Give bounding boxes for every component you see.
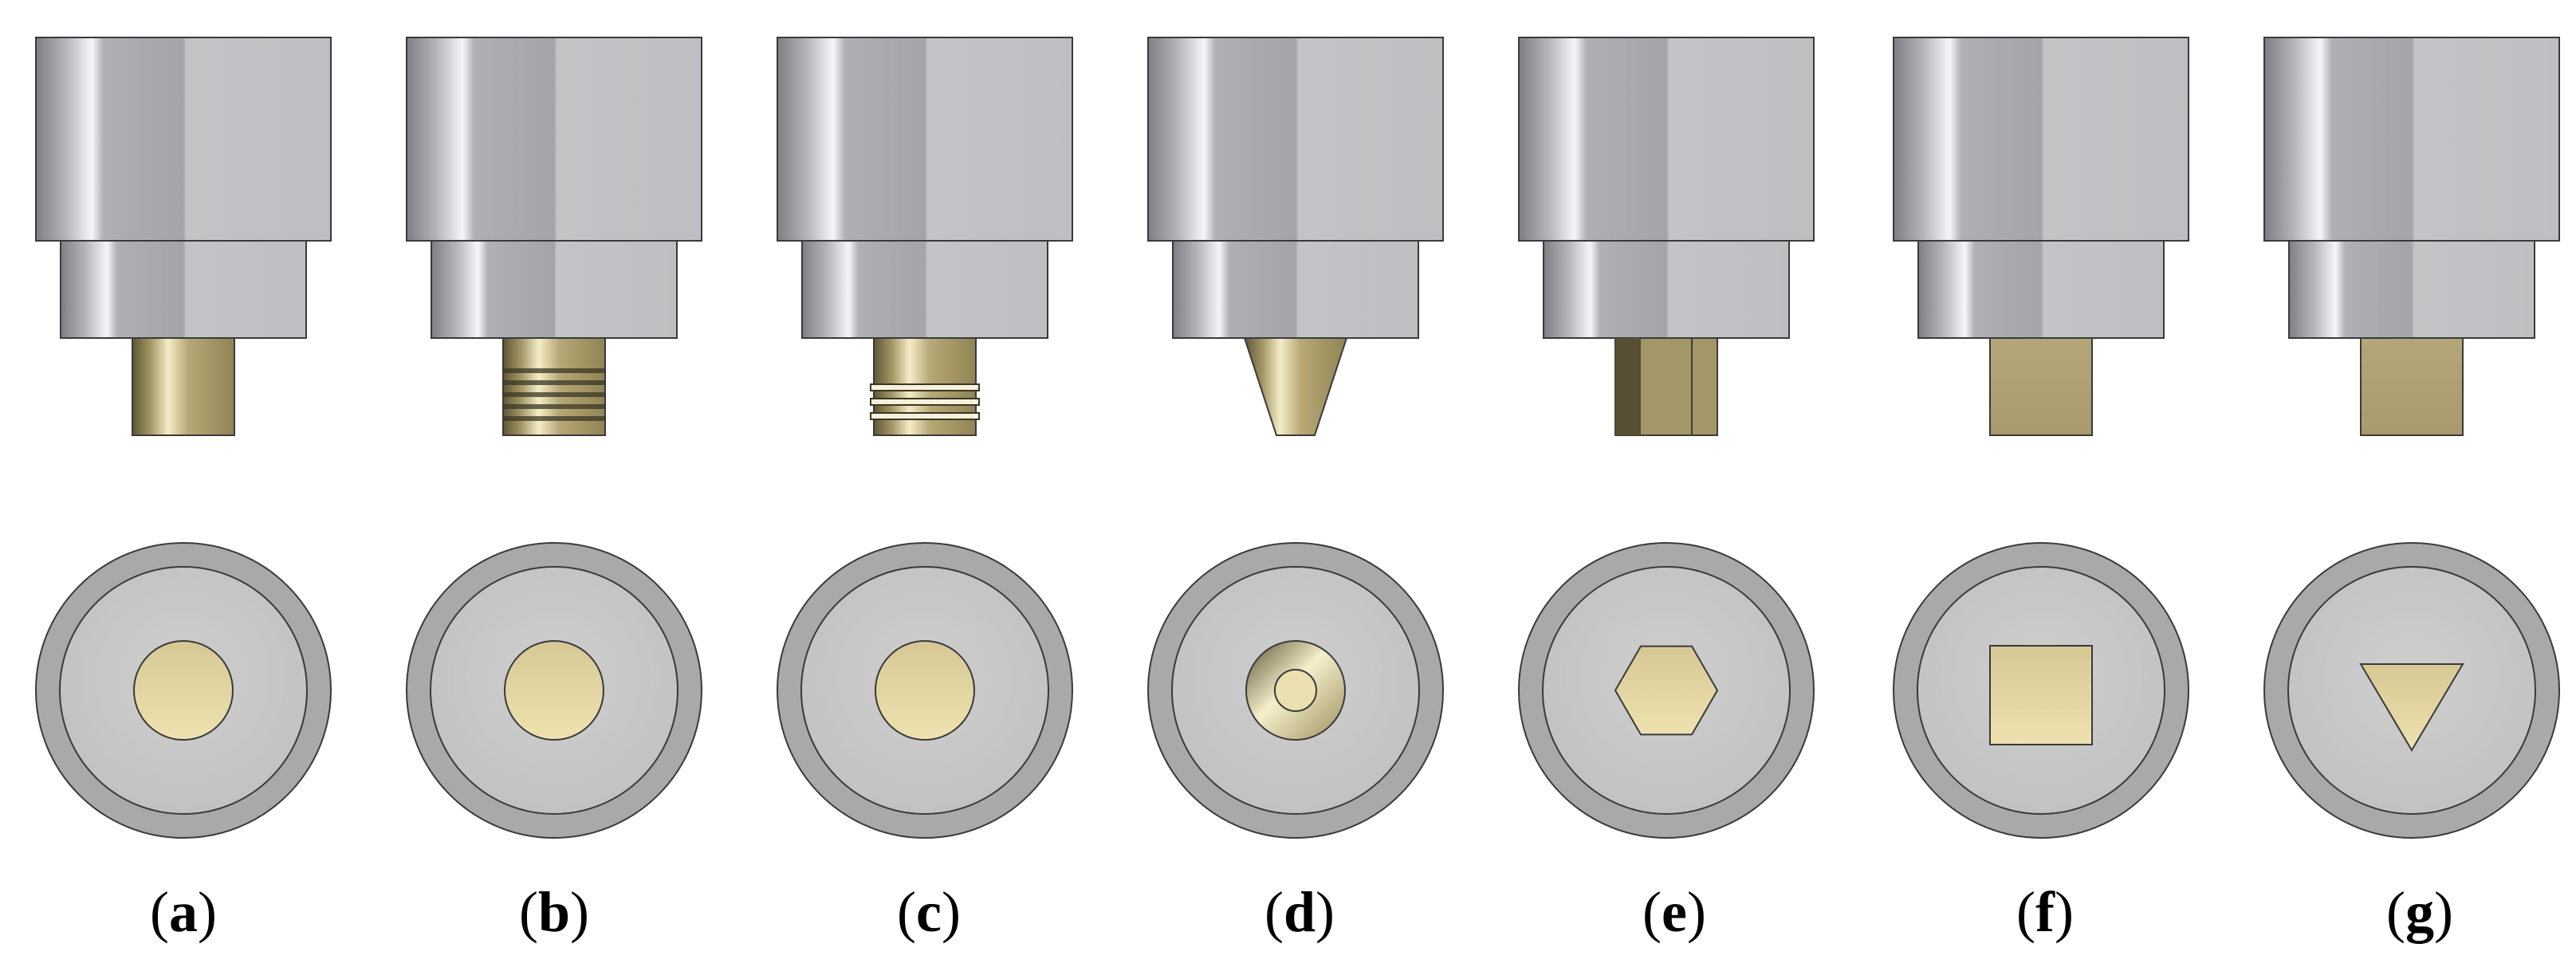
tool-body-upper [406,37,702,242]
pin-hexagon [1614,337,1718,436]
tool-body-upper [777,37,1073,242]
hex-face-dark [1615,338,1641,435]
pin-section-hexagon [1614,645,1719,736]
panel-label-a: (a) [150,880,217,944]
tool-body-step [801,240,1048,339]
pin-cone [1243,337,1348,436]
panel-b [406,37,702,839]
pin-grooved [870,337,980,436]
pin-threaded [502,337,606,436]
pin-cylinder [132,337,235,436]
pin-section-triangle [2359,663,2464,752]
groove-ring [870,412,980,420]
tool-body-upper [35,37,332,242]
panel-label-e: (e) [1642,880,1706,944]
tool-body-step [431,240,678,339]
thread-line [503,404,605,409]
pin-square [1989,337,2093,436]
panel-c [777,37,1073,839]
tool-body-upper [1893,37,2189,242]
panel-d [1147,37,1444,839]
tool-body-step [2288,240,2535,339]
panel-label-f: (f) [2016,880,2074,944]
end-view-f [1893,542,2189,839]
tool-body-upper [1147,37,1444,242]
end-view-b [406,542,702,839]
panel-label-c: (c) [897,880,961,944]
groove-ring [870,383,980,391]
panel-f [1893,37,2189,839]
pin-body [1989,337,2093,436]
panel-label-b: (b) [518,880,589,944]
thread-line [503,392,605,397]
pin-section-square [1989,645,2093,745]
end-view-a [35,542,332,839]
tool-body-upper [1518,37,1815,242]
tool-body-step [1543,240,1790,339]
tool-body-upper [2263,37,2560,242]
groove-ring [870,398,980,406]
panel-g [2263,37,2560,839]
end-view-g [2263,542,2560,839]
end-view-d [1147,542,1444,839]
pin-section-circle [133,640,234,741]
end-view-e [1518,542,1815,839]
pin-triangle [2360,337,2464,436]
pin-body [2360,337,2464,436]
thread-line [503,368,605,373]
panel-label-d: (d) [1264,880,1335,944]
pin-section-circle [504,640,604,741]
pin-section-circle [875,640,975,741]
pin-body [132,337,235,436]
panel-label-g: (g) [2386,880,2453,944]
panel-a [35,37,332,839]
tool-body-step [1917,240,2165,339]
pin-conical [1243,337,1348,436]
panel-e [1518,37,1815,839]
cone-tip-circle [1274,669,1317,712]
thread-line [503,416,605,421]
tool-body-step [60,240,307,339]
end-view-c [777,542,1073,839]
thread-line [503,380,605,385]
tool-body-step [1172,240,1419,339]
